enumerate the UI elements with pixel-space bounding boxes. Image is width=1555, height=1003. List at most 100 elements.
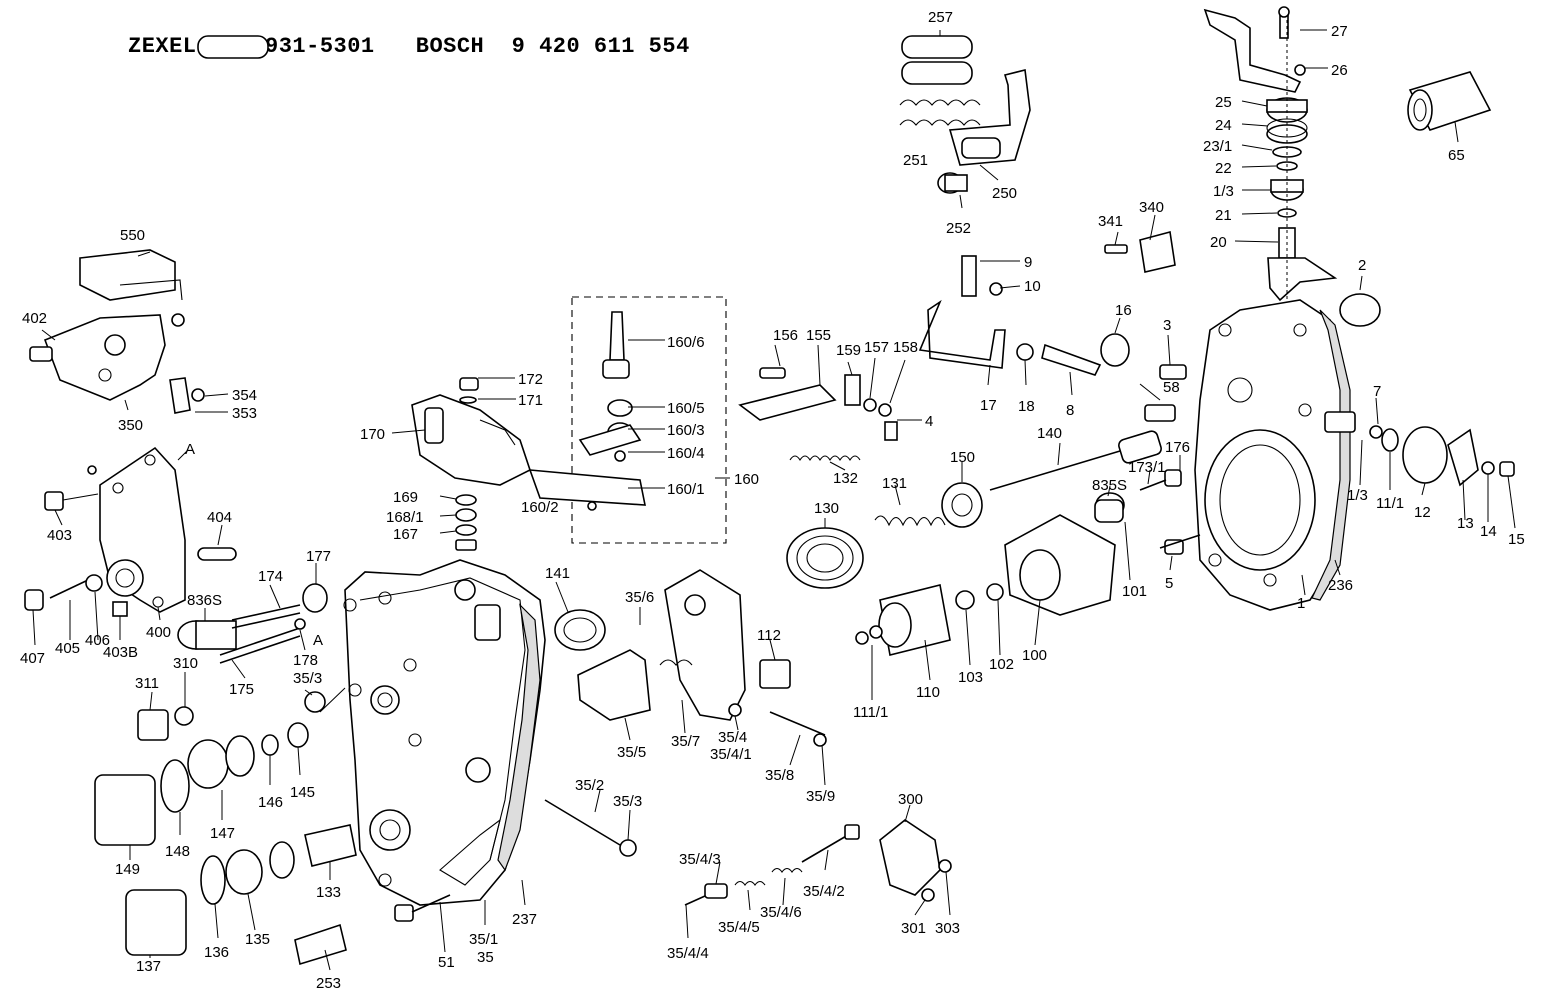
callout-132: 132 bbox=[833, 470, 858, 487]
callout-16: 16 bbox=[1115, 302, 1132, 319]
callout-836s: 836S bbox=[187, 592, 222, 609]
callout-8: 8 bbox=[1066, 402, 1074, 419]
callout-65: 65 bbox=[1448, 147, 1465, 164]
callout-303: 303 bbox=[935, 920, 960, 937]
callout-141: 141 bbox=[545, 565, 570, 582]
callout-35-4-3: 35/4/3 bbox=[679, 851, 721, 868]
callout-178: 178 bbox=[293, 652, 318, 669]
callout-26: 26 bbox=[1331, 62, 1348, 79]
sleeve-65 bbox=[1407, 71, 1492, 131]
callout-353: 353 bbox=[232, 405, 257, 422]
callout-11-1: 11/1 bbox=[1376, 495, 1404, 512]
bottom-screws bbox=[394, 894, 451, 922]
callout-150: 150 bbox=[950, 449, 975, 466]
part-shapes bbox=[24, 6, 1516, 971]
callout-35-4-4: 35/4/4 bbox=[667, 945, 709, 962]
callout-170: 170 bbox=[360, 426, 385, 443]
callout-257: 257 bbox=[928, 9, 953, 26]
callout-12: 12 bbox=[1414, 504, 1431, 521]
callout-237: 237 bbox=[512, 911, 537, 928]
leader-lines bbox=[32, 29, 1516, 971]
callout-10: 10 bbox=[1024, 278, 1041, 295]
callout-18: 18 bbox=[1018, 398, 1035, 415]
callout-35-1: 35/1 bbox=[469, 931, 498, 948]
callout-25: 25 bbox=[1215, 94, 1232, 111]
callout-301: 301 bbox=[901, 920, 926, 937]
callout-100: 100 bbox=[1022, 647, 1047, 664]
callout-160: 160 bbox=[734, 471, 759, 488]
callout-35-4: 35/4 bbox=[718, 729, 747, 746]
callout-158: 158 bbox=[893, 339, 918, 356]
callout-15: 15 bbox=[1508, 531, 1525, 548]
callout-1-3-right: 1/3 bbox=[1347, 487, 1368, 504]
callout-252: 252 bbox=[946, 220, 971, 237]
callout-145: 145 bbox=[290, 784, 315, 801]
callout-13: 13 bbox=[1457, 515, 1474, 532]
callout-4: 4 bbox=[925, 413, 933, 430]
callout-58: 58 bbox=[1163, 379, 1180, 396]
fasteners-405 bbox=[24, 574, 128, 617]
callout-160-1: 160/1 bbox=[667, 481, 705, 498]
callout-160-4: 160/4 bbox=[667, 445, 705, 462]
callout-402: 402 bbox=[22, 310, 47, 327]
callout-310: 310 bbox=[173, 655, 198, 672]
plugs-bottom bbox=[125, 824, 357, 966]
shaft-140 bbox=[554, 430, 1162, 651]
callout-133: 133 bbox=[316, 884, 341, 901]
callout-350: 350 bbox=[118, 417, 143, 434]
callout-labels: 257 27 26 25 24 23/1 22 1/3 21 20 65 251… bbox=[20, 9, 1525, 992]
callout-159: 159 bbox=[836, 342, 861, 359]
callout-403: 403 bbox=[47, 527, 72, 544]
callout-35-3-lower: 35/3 bbox=[613, 793, 642, 810]
callout-148: 148 bbox=[165, 843, 190, 860]
callout-176: 176 bbox=[1165, 439, 1190, 456]
callout-174: 174 bbox=[258, 568, 283, 585]
callout-149: 149 bbox=[115, 861, 140, 878]
callout-171: 171 bbox=[518, 392, 543, 409]
plugs-right bbox=[1100, 293, 1381, 380]
callout-403b: 403B bbox=[103, 644, 138, 661]
callout-9: 9 bbox=[1024, 254, 1032, 271]
callout-a-lower: A bbox=[313, 632, 323, 649]
callout-177: 177 bbox=[306, 548, 331, 565]
assembly-160 bbox=[528, 296, 727, 544]
callout-160-5: 160/5 bbox=[667, 400, 705, 417]
callout-251: 251 bbox=[903, 152, 928, 169]
linkage-155 bbox=[738, 367, 898, 462]
pump-housing bbox=[343, 559, 546, 906]
callout-35: 35 bbox=[477, 949, 494, 966]
callout-51: 51 bbox=[438, 954, 455, 971]
callout-1: 1 bbox=[1297, 595, 1305, 612]
callout-405: 405 bbox=[55, 640, 80, 657]
callout-407: 407 bbox=[20, 650, 45, 667]
callout-835s: 835S bbox=[1092, 477, 1127, 494]
callout-400: 400 bbox=[146, 624, 171, 641]
bracket-17 bbox=[918, 255, 1176, 422]
clip-340 bbox=[1104, 230, 1176, 273]
callout-112: 112 bbox=[757, 627, 781, 644]
callout-341: 341 bbox=[1098, 213, 1123, 230]
callout-340: 340 bbox=[1139, 199, 1164, 216]
plugs-far-right bbox=[1324, 411, 1515, 487]
callout-35-3-upper: 35/3 bbox=[293, 670, 322, 687]
callout-137: 137 bbox=[136, 958, 161, 975]
callout-2: 2 bbox=[1358, 257, 1366, 274]
callout-5: 5 bbox=[1165, 575, 1173, 592]
callout-a-upper: A bbox=[185, 441, 195, 458]
callout-102: 102 bbox=[989, 656, 1014, 673]
callout-130: 130 bbox=[814, 500, 839, 517]
callout-1-3-top: 1/3 bbox=[1213, 183, 1234, 200]
cover-300 bbox=[879, 819, 952, 902]
callout-3: 3 bbox=[1163, 317, 1171, 334]
callout-140: 140 bbox=[1037, 425, 1062, 442]
callout-35-9: 35/9 bbox=[806, 788, 835, 805]
callout-236: 236 bbox=[1328, 577, 1353, 594]
callout-35-7: 35/7 bbox=[671, 733, 700, 750]
callout-156: 156 bbox=[773, 327, 798, 344]
callout-168-1: 168/1 bbox=[386, 509, 424, 526]
bracket-400 bbox=[44, 446, 237, 613]
callout-300: 300 bbox=[898, 791, 923, 808]
callout-35-4-2: 35/4/2 bbox=[803, 883, 845, 900]
